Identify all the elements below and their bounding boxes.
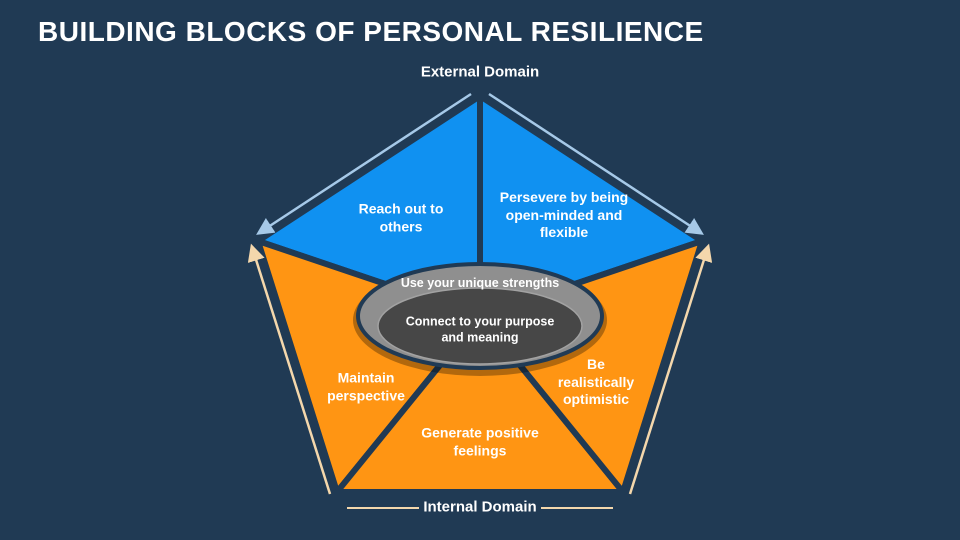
- center-ellipse-inner: [377, 287, 583, 365]
- segment-label-persevere: Persevere by being open-minded and flexi…: [499, 188, 629, 240]
- internal-arrow-right: [628, 243, 713, 495]
- external-arrow-right: [488, 92, 704, 235]
- internal-domain-label: Internal Domain: [423, 498, 537, 516]
- segment-label-reach-out: Reach out to others: [358, 200, 444, 235]
- center-outer-label: Use your unique strengths: [400, 276, 560, 291]
- external-arrow-left: [256, 92, 472, 235]
- slide-title: BUILDING BLOCKS OF PERSONAL RESILIENCE: [38, 16, 704, 47]
- external-domain-label: External Domain: [420, 63, 540, 81]
- internal-arrow-left: [247, 243, 332, 495]
- segment-label-maintain-perspective: Maintain perspective: [327, 369, 405, 404]
- segment-label-generate-feelings: Generate positive feelings: [421, 424, 539, 459]
- segment-label-realistically-optimistic: Be realistically optimistic: [557, 355, 635, 407]
- center-inner-label: Connect to your purpose and meaning: [405, 314, 555, 344]
